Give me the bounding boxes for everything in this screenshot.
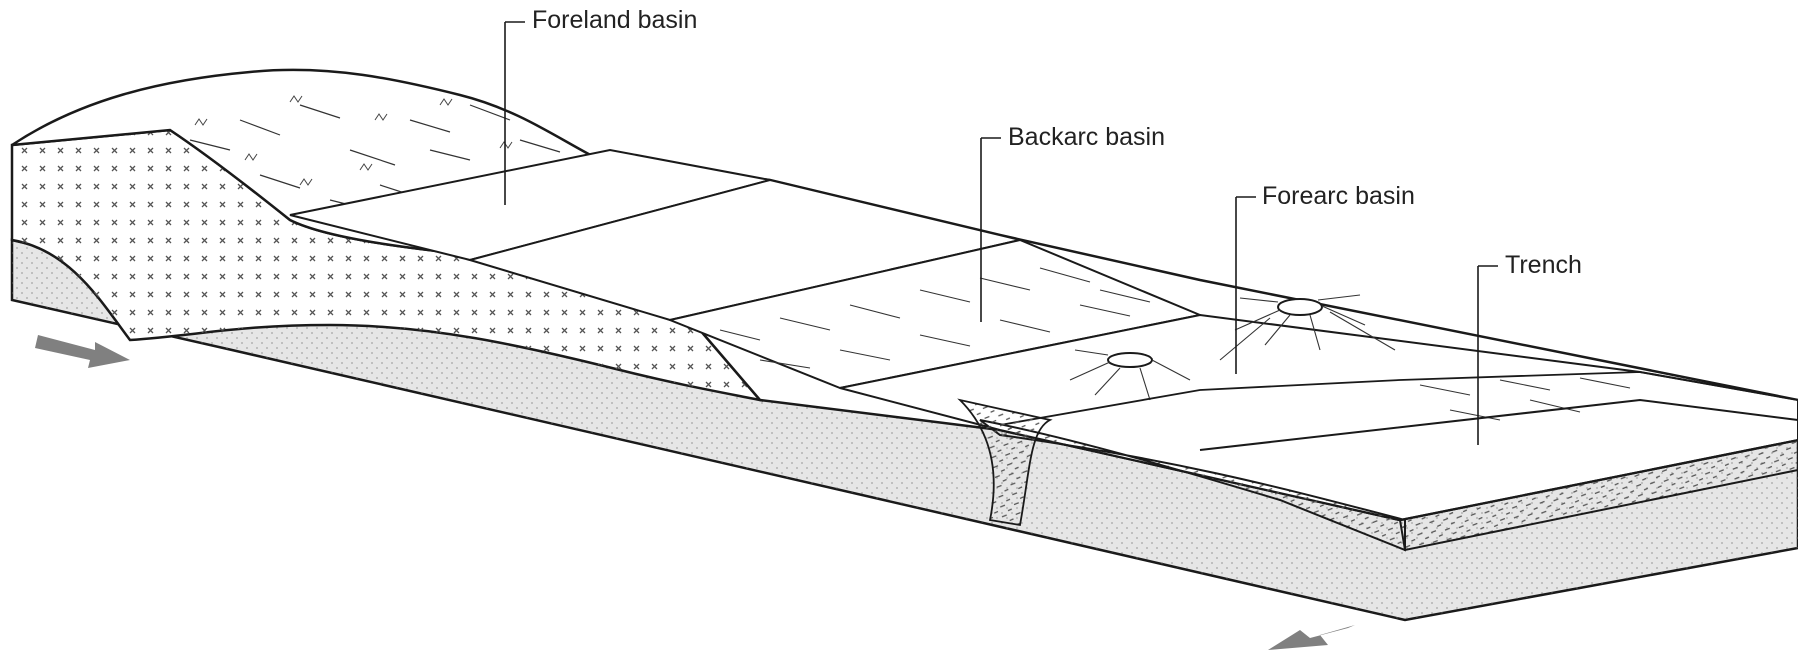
- arrow-left-icon: [1268, 625, 1355, 650]
- volcano-right: [1278, 299, 1322, 315]
- label-forearc-basin: Forearc basin: [1262, 182, 1415, 211]
- label-trench: Trench: [1505, 251, 1582, 280]
- label-backarc-basin: Backarc basin: [1008, 123, 1165, 152]
- volcano-left: [1108, 353, 1152, 367]
- arrow-right-icon: [35, 335, 130, 368]
- label-foreland-basin: Foreland basin: [532, 6, 697, 35]
